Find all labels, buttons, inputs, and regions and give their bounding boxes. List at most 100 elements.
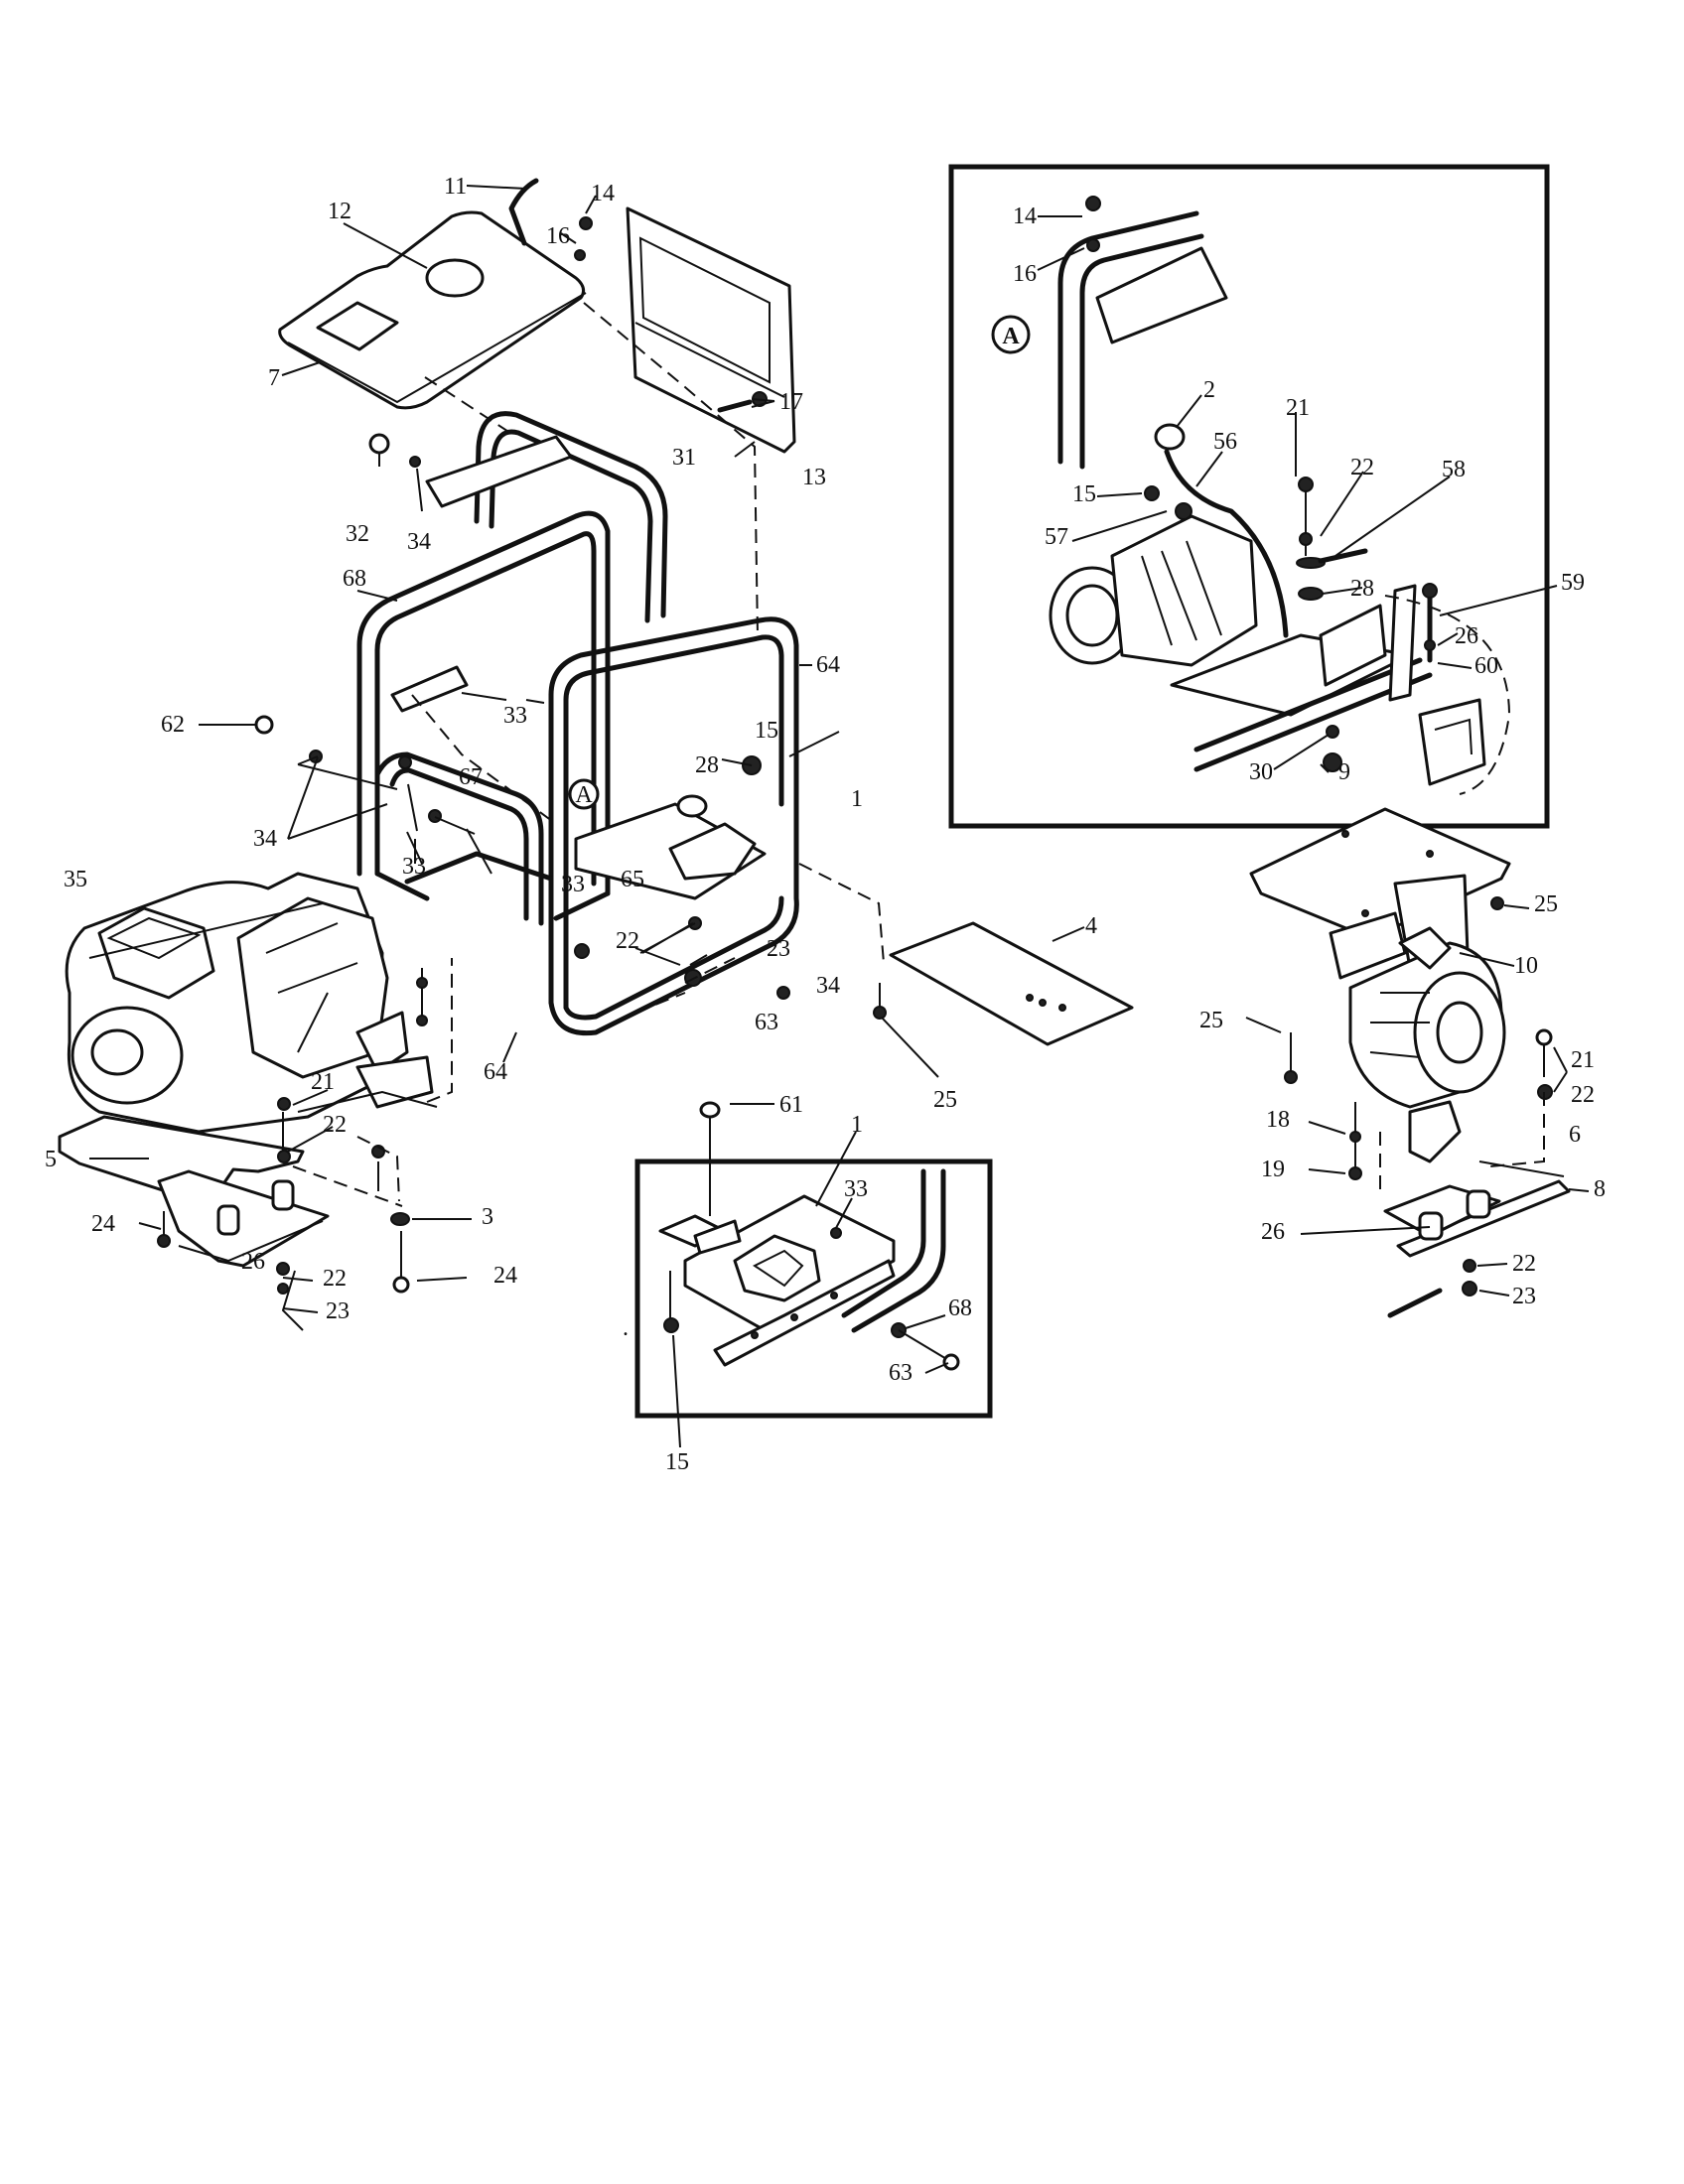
callout-67: 67	[459, 764, 483, 790]
callout-8: 8	[1594, 1176, 1606, 1202]
callout-33: 33	[503, 703, 527, 729]
frame-crossbar	[425, 435, 573, 508]
fuel-valve	[1154, 423, 1186, 451]
inset-screw-61	[699, 1101, 721, 1119]
callout-65: 65	[621, 867, 644, 892]
callout-22: 22	[1512, 1251, 1536, 1277]
detail-a-labels: 14 16 2 21 22 58 56 15 57 28 59 26 60 30…	[1013, 204, 1585, 785]
callout-33: 33	[844, 1176, 868, 1202]
callout-15: 15	[665, 1449, 689, 1475]
callout-59: 59	[1561, 570, 1585, 596]
tank-gauge-window	[316, 301, 399, 351]
callout-12: 12	[328, 199, 351, 224]
callout-25: 25	[1534, 891, 1558, 917]
callout-22: 22	[323, 1266, 347, 1292]
callout-34: 34	[816, 973, 840, 999]
callout-22: 22	[1571, 1082, 1595, 1108]
alternator	[236, 896, 389, 1079]
bolt-62	[254, 715, 274, 735]
callout-16: 16	[546, 223, 570, 249]
inset-rail	[713, 1259, 896, 1367]
callout-14: 14	[591, 181, 615, 206]
fuel-cap	[425, 258, 485, 298]
callout-1: 1	[851, 1112, 863, 1138]
fuel-line	[1164, 449, 1289, 638]
detail-bracket	[1388, 584, 1417, 702]
tank-bolt-14	[579, 216, 593, 230]
frame-a-marker-label: A	[575, 782, 593, 808]
alt-engine-group: 25 10 25 21 22 18 6 19 8 26 22 23	[1199, 807, 1606, 1318]
callout-63: 63	[755, 1010, 778, 1035]
detail-bolt-14	[1085, 196, 1101, 211]
detail-a-marker-label: A	[1002, 324, 1020, 349]
handle-bolt-32	[368, 433, 390, 455]
callout-30: 30	[1249, 759, 1273, 785]
alt-mount-26	[1418, 1211, 1444, 1241]
frame-bracket	[1095, 246, 1228, 344]
engine-mount-plate	[157, 1169, 330, 1268]
callout-23: 23	[767, 936, 790, 962]
stray-mark: .	[623, 1315, 629, 1341]
callout-63: 63	[889, 1360, 912, 1386]
callout-17: 17	[779, 389, 803, 415]
engine-bolt-21	[277, 1097, 291, 1111]
callout-32: 32	[346, 521, 369, 547]
callout-33: 33	[561, 872, 585, 897]
callout-23: 23	[326, 1298, 350, 1324]
callout-61: 61	[779, 1092, 803, 1118]
detail-bolt-21	[1298, 477, 1314, 492]
bottom-panel	[889, 921, 1134, 1046]
callout-68: 68	[948, 1296, 972, 1321]
callout-25: 25	[1199, 1008, 1223, 1033]
main-assembly	[58, 178, 885, 1331]
callout-13: 13	[802, 465, 826, 490]
callout-14: 14	[1013, 204, 1037, 229]
handle	[474, 411, 668, 618]
callout-5: 5	[45, 1147, 57, 1172]
callout-28: 28	[1350, 576, 1374, 602]
callout-2: 2	[1203, 377, 1215, 403]
frame-a-marker	[568, 778, 600, 810]
callout-58: 58	[1442, 457, 1466, 482]
callout-10: 10	[1514, 953, 1538, 979]
callout-31: 31	[672, 445, 696, 471]
callout-21: 21	[1286, 395, 1310, 421]
detail-a-box: A	[948, 164, 1558, 829]
callout-64: 64	[816, 652, 840, 678]
callout-22: 22	[616, 928, 639, 954]
callout-26: 26	[1261, 1219, 1285, 1245]
engine-mount	[355, 1055, 434, 1109]
callout-22: 22	[1350, 455, 1374, 480]
frame-lower-rail	[374, 751, 544, 926]
callout-57: 57	[1045, 524, 1068, 550]
detail-bolt-59	[1422, 583, 1438, 599]
callout-26: 26	[241, 1249, 265, 1275]
callout-1: 1	[851, 786, 863, 812]
callout-33: 33	[402, 854, 426, 880]
callout-25: 25	[933, 1087, 957, 1113]
main-labels: 11 12 14 16 7 17 13 31 32 34 68 33 64 62…	[45, 174, 863, 1324]
vibration-mount-26	[216, 1204, 240, 1236]
callout-15: 15	[1072, 481, 1096, 507]
panel-4-group: 4 25	[873, 913, 1134, 1113]
callout-9: 9	[1338, 759, 1350, 785]
alt-top-plate	[1249, 807, 1511, 940]
callout-62: 62	[161, 712, 185, 738]
fuel-tank	[278, 210, 586, 410]
engine-bolt-24	[392, 1276, 410, 1294]
detail-battery-box	[1418, 698, 1486, 786]
callout-64: 64	[484, 1059, 507, 1085]
alt-bolt-21	[1535, 1028, 1553, 1046]
callout-21: 21	[311, 1069, 335, 1095]
callout-34: 34	[253, 826, 277, 852]
callout-35: 35	[64, 867, 87, 892]
callout-22: 22	[323, 1112, 347, 1138]
inset-receptacle	[733, 1234, 821, 1302]
callout-7: 7	[268, 365, 280, 391]
callout-4: 4	[1085, 913, 1097, 939]
callout-28: 28	[695, 752, 719, 778]
callout-6: 6	[1569, 1122, 1581, 1148]
callout-34: 34	[407, 529, 431, 555]
detail-engine-body	[1110, 514, 1258, 667]
